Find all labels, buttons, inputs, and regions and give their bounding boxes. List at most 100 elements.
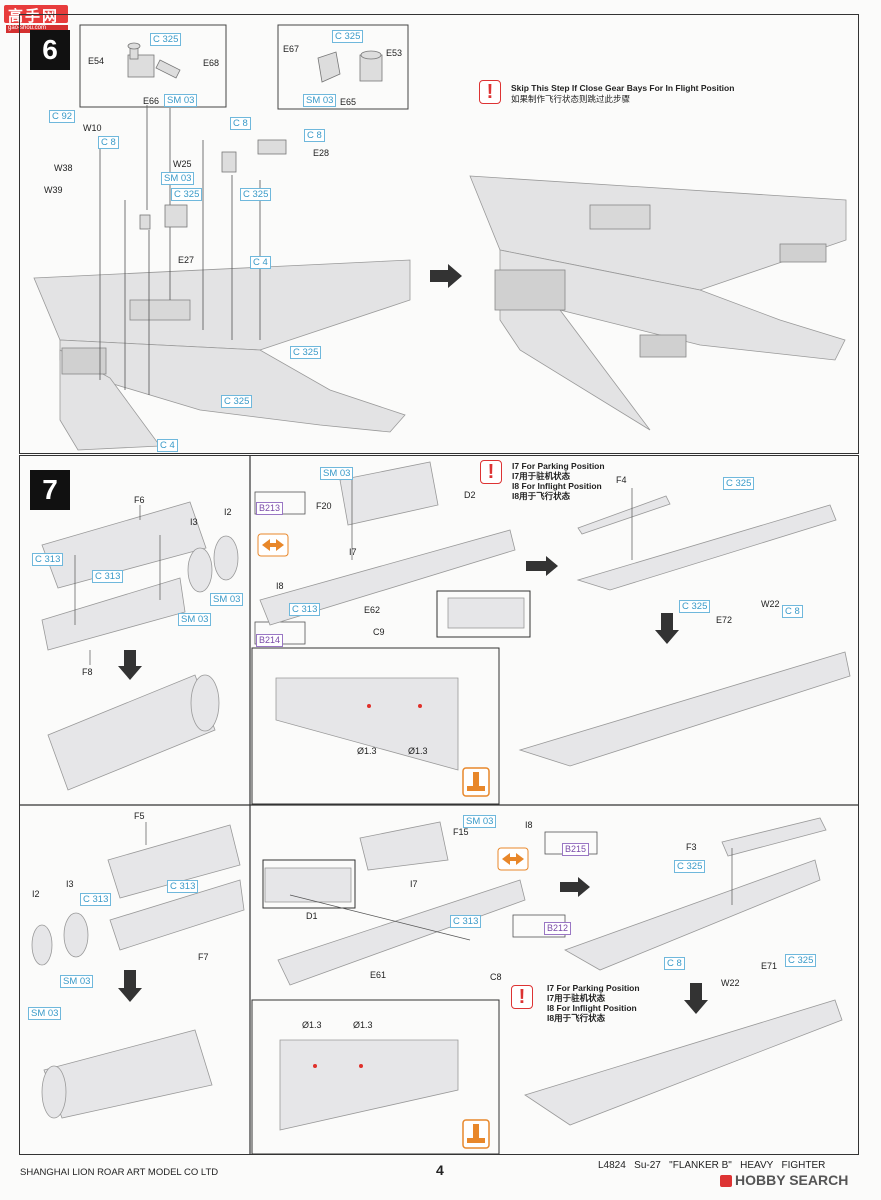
footer-page-number: 4 [436, 1162, 444, 1178]
label-e66: E66 [143, 96, 160, 106]
label-f7: F7 [198, 952, 209, 962]
label-sm03: SM 03 [161, 172, 195, 185]
label-i3: I3 [66, 879, 74, 889]
label-e65: E65 [340, 97, 357, 107]
step6-note-en: Skip This Step If Close Gear Bays For In… [511, 83, 735, 93]
label-w38: W38 [54, 163, 73, 173]
label-hole-diameter: Ø1.3 [408, 746, 428, 756]
step6-note-cn: 如果制作飞行状态则跳过此步骤 [511, 94, 631, 104]
footer-company: SHANGHAI LION ROAR ART MODEL CO LTD [20, 1167, 219, 1178]
label-i8: I8 [276, 581, 284, 591]
label-c8: C 8 [304, 129, 325, 142]
label-i2: I2 [224, 507, 232, 517]
label-c325: C 325 [674, 860, 706, 873]
label-c8: C 8 [230, 117, 251, 130]
label-sm03: SM 03 [320, 467, 354, 480]
label-sm03: SM 03 [303, 94, 337, 107]
label-b214: B214 [256, 634, 284, 647]
label-sm03: SM 03 [463, 815, 497, 828]
label-f20: F20 [316, 501, 332, 511]
warning-icon: ! [479, 80, 501, 104]
label-b212: B212 [544, 922, 572, 935]
label-w39: W39 [44, 185, 63, 195]
label-f6: F6 [134, 495, 145, 505]
label-i3: I3 [190, 517, 198, 527]
label-d1: D1 [306, 911, 318, 921]
footer-model: L4824 Su-27 "FLANKER B" HEAVY FIGHTER [598, 1160, 826, 1171]
label-c8: C8 [490, 972, 502, 982]
label-c325: C 325 [290, 346, 322, 359]
label-e28: E28 [313, 148, 330, 158]
label-e53: E53 [386, 48, 403, 58]
step7-note2-en2: I8 For Inflight Position [547, 1003, 637, 1013]
label-c325: C 325 [150, 33, 182, 46]
watermark-text: 高手网 [8, 8, 60, 25]
label-sm03: SM 03 [164, 94, 198, 107]
label-f8: F8 [82, 667, 93, 677]
warning-icon: ! [511, 985, 533, 1009]
label-c313: C 313 [167, 880, 199, 893]
label-c313: C 313 [80, 893, 112, 906]
label-i2: I2 [32, 889, 40, 899]
label-c325: C 325 [240, 188, 272, 201]
label-c8: C 8 [664, 957, 685, 970]
label-c9: C9 [373, 627, 385, 637]
step6-frame [19, 14, 859, 454]
step7-note-en2: I8 For Inflight Position [512, 481, 602, 491]
label-i7: I7 [349, 547, 357, 557]
label-e27: E27 [178, 255, 195, 265]
step7-note-cn1: I7用于驻机状态 [512, 471, 571, 481]
label-i8: I8 [525, 820, 533, 830]
label-c4: C 4 [250, 256, 271, 269]
label-hole-diameter: Ø1.3 [302, 1020, 322, 1030]
step7-number: 7 [30, 470, 70, 510]
label-e72: E72 [716, 615, 733, 625]
label-hole-diameter: Ø1.3 [353, 1020, 373, 1030]
label-sm03: SM 03 [178, 613, 212, 626]
label-sm03: SM 03 [28, 1007, 62, 1020]
label-e62: E62 [364, 605, 381, 615]
label-e61: E61 [370, 970, 387, 980]
step7-note-en1: I7 For Parking Position [512, 461, 605, 471]
label-b213: B213 [256, 502, 284, 515]
label-c4: C 4 [157, 439, 178, 452]
label-w10: W10 [83, 123, 102, 133]
label-f5: F5 [134, 811, 145, 821]
label-sm03: SM 03 [210, 593, 244, 606]
watermark-url: gao-shou.com [8, 25, 47, 31]
label-c325: C 325 [785, 954, 817, 967]
label-c313: C 313 [32, 553, 64, 566]
label-i7: I7 [410, 879, 418, 889]
label-c325: C 325 [332, 30, 364, 43]
label-e54: E54 [88, 56, 105, 66]
label-e67: E67 [283, 44, 300, 54]
label-f3: F3 [686, 842, 697, 852]
label-w22: W22 [721, 978, 740, 988]
step6-number: 6 [30, 30, 70, 70]
label-d2: D2 [464, 490, 476, 500]
label-c92: C 92 [49, 110, 76, 123]
brand-text: HOBBY SEARCH [735, 1172, 849, 1188]
warning-icon: ! [480, 460, 502, 484]
label-c325: C 325 [171, 188, 203, 201]
label-hole-diameter: Ø1.3 [357, 746, 377, 756]
label-b215: B215 [562, 843, 590, 856]
label-c325: C 325 [679, 600, 711, 613]
step7-note2-cn2: I8用于飞行状态 [547, 1013, 606, 1023]
label-c325: C 325 [723, 477, 755, 490]
label-c8: C 8 [782, 605, 803, 618]
label-f4: F4 [616, 475, 627, 485]
step7-note2-en1: I7 For Parking Position [547, 983, 640, 993]
label-e68: E68 [203, 58, 220, 68]
label-sm03: SM 03 [60, 975, 94, 988]
label-w25: W25 [173, 159, 192, 169]
label-f15: F15 [453, 827, 469, 837]
label-c313: C 313 [289, 603, 321, 616]
label-c8: C 8 [98, 136, 119, 149]
step7-note2-cn1: I7用于驻机状态 [547, 993, 606, 1003]
label-c313: C 313 [92, 570, 124, 583]
brand-icon [720, 1175, 732, 1188]
label-c325: C 325 [221, 395, 253, 408]
